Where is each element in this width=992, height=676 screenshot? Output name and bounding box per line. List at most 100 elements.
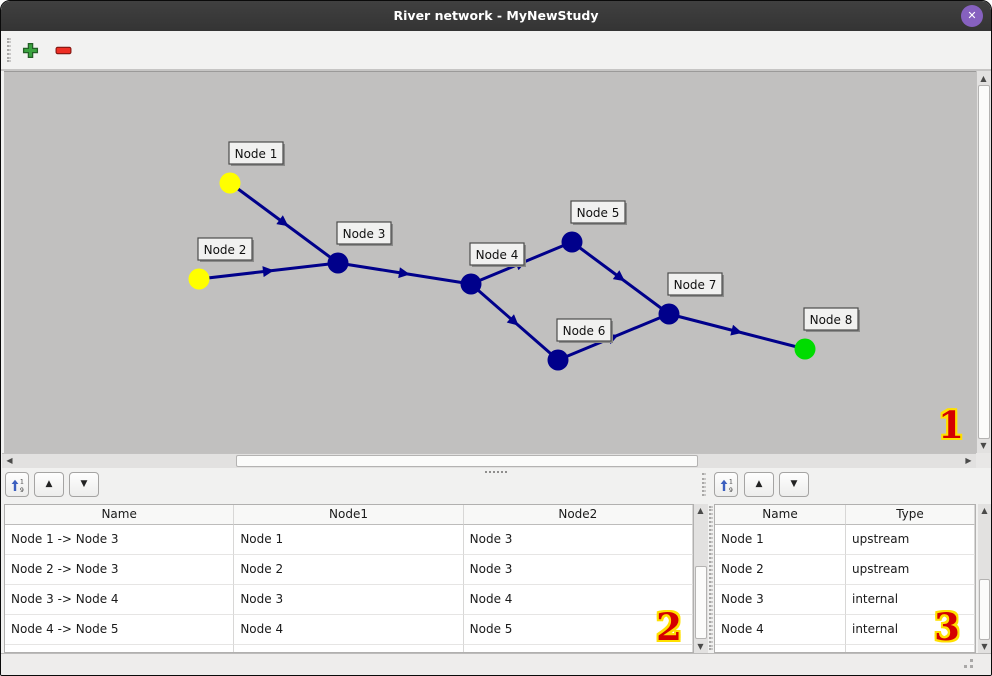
river-link[interactable] — [571, 240, 670, 316]
node-label[interactable]: Node 2 — [197, 237, 254, 262]
node-label[interactable]: Node 3 — [336, 221, 393, 246]
river-link[interactable] — [470, 282, 559, 362]
node-label-text: Node 2 — [204, 243, 247, 257]
resize-grip-icon[interactable] — [964, 665, 967, 668]
column-header[interactable]: Name — [715, 505, 846, 525]
column-header[interactable]: Name — [5, 505, 235, 525]
svg-text:1: 1 — [20, 478, 24, 485]
node-label[interactable]: Node 7 — [667, 272, 724, 297]
hscroll-thumb[interactable] — [236, 455, 698, 467]
scroll-right-icon[interactable]: ▶ — [965, 456, 972, 465]
pane-splitter[interactable] — [1, 468, 991, 475]
river-node[interactable] — [327, 252, 349, 274]
river-node[interactable] — [460, 273, 482, 295]
node-label[interactable]: Node 1 — [228, 141, 285, 166]
scroll-down-icon[interactable]: ▼ — [697, 642, 704, 651]
table-cell: Node 3 — [463, 555, 693, 585]
close-button[interactable]: ✕ — [961, 5, 983, 27]
river-node[interactable] — [561, 231, 583, 253]
river-link[interactable] — [668, 312, 806, 351]
table-cell — [5, 645, 235, 652]
column-header[interactable]: Node1 — [234, 505, 464, 525]
nodes-table-vscrollbar[interactable]: ▲ ▼ — [978, 504, 991, 653]
links-sort-button[interactable]: 1 9 — [5, 472, 29, 497]
table-cell: internal — [845, 615, 975, 645]
river-link[interactable] — [229, 181, 339, 265]
links-table-vscrollbar[interactable]: ▲ ▼ — [694, 504, 708, 653]
canvas-hscrollbar[interactable]: ◀ ▶ — [2, 453, 976, 468]
links-move-down-button[interactable]: ▼ — [69, 472, 99, 497]
river-link[interactable] — [337, 261, 472, 286]
table-cell — [846, 645, 975, 652]
remove-button[interactable] — [51, 37, 75, 63]
nodes-move-down-button[interactable]: ▼ — [779, 472, 809, 497]
node-label-text: Node 7 — [674, 278, 717, 292]
up-triangle-icon: ▲ — [45, 479, 53, 489]
table-cell: upstream — [845, 555, 975, 585]
node-label[interactable]: Node 4 — [469, 242, 526, 267]
sort-icon: 1 9 — [720, 478, 733, 493]
table-cell: Node 2 — [234, 555, 464, 585]
river-node[interactable] — [794, 338, 816, 360]
svg-text:1: 1 — [729, 478, 733, 485]
column-header[interactable]: Node2 — [463, 505, 693, 525]
links-move-up-button[interactable]: ▲ — [34, 472, 64, 497]
node-label[interactable]: Node 6 — [556, 318, 613, 343]
table-cell — [234, 645, 464, 652]
table-cell: Node 4 -> Node 5 — [5, 615, 235, 645]
river-node[interactable] — [658, 303, 680, 325]
table-cell: Node 3 — [715, 585, 846, 615]
table-cell: internal — [845, 585, 975, 615]
table-cell: Node 5 — [463, 615, 693, 645]
down-triangle-icon: ▼ — [790, 479, 798, 489]
node-label-text: Node 8 — [810, 313, 853, 327]
nodes-scroll-thumb[interactable] — [979, 579, 990, 640]
river-node[interactable] — [219, 172, 241, 194]
column-header[interactable]: Type — [846, 505, 975, 525]
status-bar — [1, 653, 991, 675]
network-canvas[interactable]: Node 1 Node 2 Node 3 Node 4 Node 5 Node 6 Node… — [4, 71, 976, 453]
node-label[interactable]: Node 5 — [570, 200, 627, 225]
table-row[interactable] — [715, 645, 975, 652]
add-button[interactable] — [18, 37, 42, 63]
annotation-number: 1 — [938, 403, 964, 447]
scroll-up-icon[interactable]: ▲ — [981, 506, 988, 515]
vscroll-thumb[interactable] — [978, 85, 990, 439]
nodes-sort-button[interactable]: 1 9 — [714, 472, 738, 497]
scroll-up-icon[interactable]: ▲ — [980, 74, 987, 83]
river-link[interactable] — [557, 312, 670, 362]
river-node[interactable] — [547, 349, 569, 371]
down-triangle-icon: ▼ — [80, 479, 88, 489]
canvas-vscrollbar[interactable]: ▲ ▼ — [976, 71, 991, 453]
titlebar[interactable]: River network - MyNewStudy ✕ — [1, 1, 991, 31]
scroll-down-icon[interactable]: ▼ — [981, 642, 988, 651]
node-label[interactable]: Node 8 — [803, 307, 860, 332]
up-triangle-icon: ▲ — [755, 479, 763, 489]
tables-pane-handle[interactable] — [709, 506, 713, 650]
table-cell: Node 3 -> Node 4 — [5, 585, 235, 615]
scroll-down-icon[interactable]: ▼ — [980, 441, 987, 450]
table-row[interactable] — [5, 645, 693, 652]
river-link[interactable] — [198, 261, 339, 281]
table-cell: upstream — [845, 525, 975, 555]
toolbar-drag-handle[interactable] — [7, 38, 11, 62]
river-node[interactable] — [188, 268, 210, 290]
links-scroll-thumb[interactable] — [695, 566, 707, 639]
table-cell: Node 4 — [715, 615, 846, 645]
nodes-move-up-button[interactable]: ▲ — [744, 472, 774, 497]
scroll-left-icon[interactable]: ◀ — [6, 456, 13, 465]
scroll-up-icon[interactable]: ▲ — [697, 506, 704, 515]
close-icon: ✕ — [967, 9, 977, 22]
nodes-toolbar-drag-handle[interactable] — [702, 473, 706, 496]
